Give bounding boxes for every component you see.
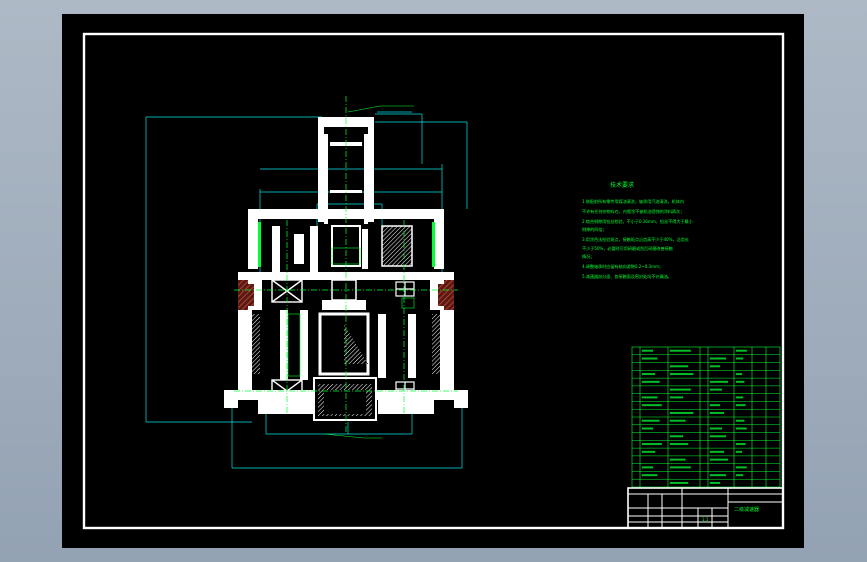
note-line: 1.装配前所有零件用煤油清洗，轴承用汽油清洗，机体内	[582, 199, 684, 204]
table-entry-mark	[670, 411, 694, 414]
table-entry-mark	[710, 365, 720, 368]
table-entry-mark	[736, 427, 747, 430]
note-line: 5.减速器剖分面、各接触面及密封处均不许漏油。	[582, 274, 672, 279]
table-entry-mark	[642, 443, 662, 446]
table-entry-mark	[642, 349, 653, 352]
assembly-drawing	[82, 32, 785, 530]
table-entry-mark	[710, 411, 724, 414]
title-block	[627, 487, 784, 529]
table-entry-mark	[710, 481, 720, 484]
bearing-upper-right	[395, 281, 415, 297]
centerlines	[234, 96, 458, 434]
table-entry-mark	[736, 357, 744, 360]
drawing-name: 二级减速器	[734, 507, 760, 513]
note-line: 不少于50%，必要时可用研磨或刮后研磨改善接触	[582, 246, 673, 251]
table-entry-mark	[642, 373, 656, 376]
note-line: 3.用涂色法检验斑点，接触斑点沿齿高不少于40%，沿齿长	[582, 237, 689, 242]
table-entry-mark	[710, 357, 726, 360]
table-entry-mark	[670, 466, 691, 469]
table-entry-mark	[736, 450, 742, 453]
table-entry-mark	[642, 427, 653, 430]
table-entry-mark	[670, 349, 691, 352]
drawing-scale: 1:1	[702, 517, 709, 522]
table-entry-mark	[642, 474, 658, 477]
detail-lines	[323, 105, 415, 439]
note-line: 不许有任何杂物存在，内壁涂不被机油侵蚀的涂料两次；	[582, 209, 685, 214]
notes-title: 技术要求	[610, 182, 635, 189]
note-line: 侧隙的四倍；	[582, 227, 607, 232]
table-entry-mark	[736, 396, 744, 399]
table-entry-mark	[710, 427, 722, 430]
table-entry-mark	[710, 474, 726, 477]
table-entry-mark	[736, 474, 744, 477]
table-entry-mark	[710, 450, 724, 453]
table-entry-mark	[670, 443, 689, 446]
table-entry-mark	[670, 396, 683, 399]
table-entry-mark	[670, 481, 689, 484]
table-entry-mark	[736, 373, 742, 376]
note-line: 情况；	[582, 254, 595, 259]
table-entry-mark	[642, 466, 653, 469]
table-entry-mark	[710, 435, 726, 438]
note-line: 2.啮合侧隙用铅丝检验，不小于0.16mm，铅丝不得大于最小	[582, 219, 693, 224]
table-entry-mark	[642, 380, 660, 383]
table-entry-mark	[642, 396, 658, 399]
table-entry-mark	[710, 404, 720, 407]
parts-list-rows	[632, 354, 780, 480]
table-entry-mark	[642, 357, 658, 360]
table-entry-mark	[736, 419, 745, 422]
cad-viewport[interactable]: 技术要求 1.装配前所有零件用煤油清洗，轴承用汽油清洗，机体内 不许有任何杂物存…	[62, 14, 804, 548]
table-entry-mark	[736, 349, 747, 352]
table-entry-mark	[710, 380, 728, 383]
table-entry-mark	[670, 365, 689, 368]
table-entry-mark	[736, 443, 746, 446]
table-entry-mark	[670, 458, 686, 461]
table-entry-mark	[736, 466, 747, 469]
table-entry-mark	[670, 373, 694, 376]
table-entry-mark	[710, 388, 722, 391]
table-entry-mark	[736, 404, 746, 407]
note-line: 4.调整轴承时应留有轴向游隙0.2~0.3mm；	[582, 264, 664, 269]
table-entry-mark	[642, 404, 662, 407]
table-entry-mark	[710, 458, 728, 461]
drawing-border	[82, 32, 785, 530]
table-entry-mark	[670, 435, 683, 438]
table-entry-mark	[642, 419, 660, 422]
table-entry-mark	[670, 419, 686, 422]
parts-list-entries	[642, 349, 747, 484]
table-entry-mark	[670, 388, 691, 391]
table-entry-mark	[736, 380, 745, 383]
table-entry-mark	[642, 450, 656, 453]
